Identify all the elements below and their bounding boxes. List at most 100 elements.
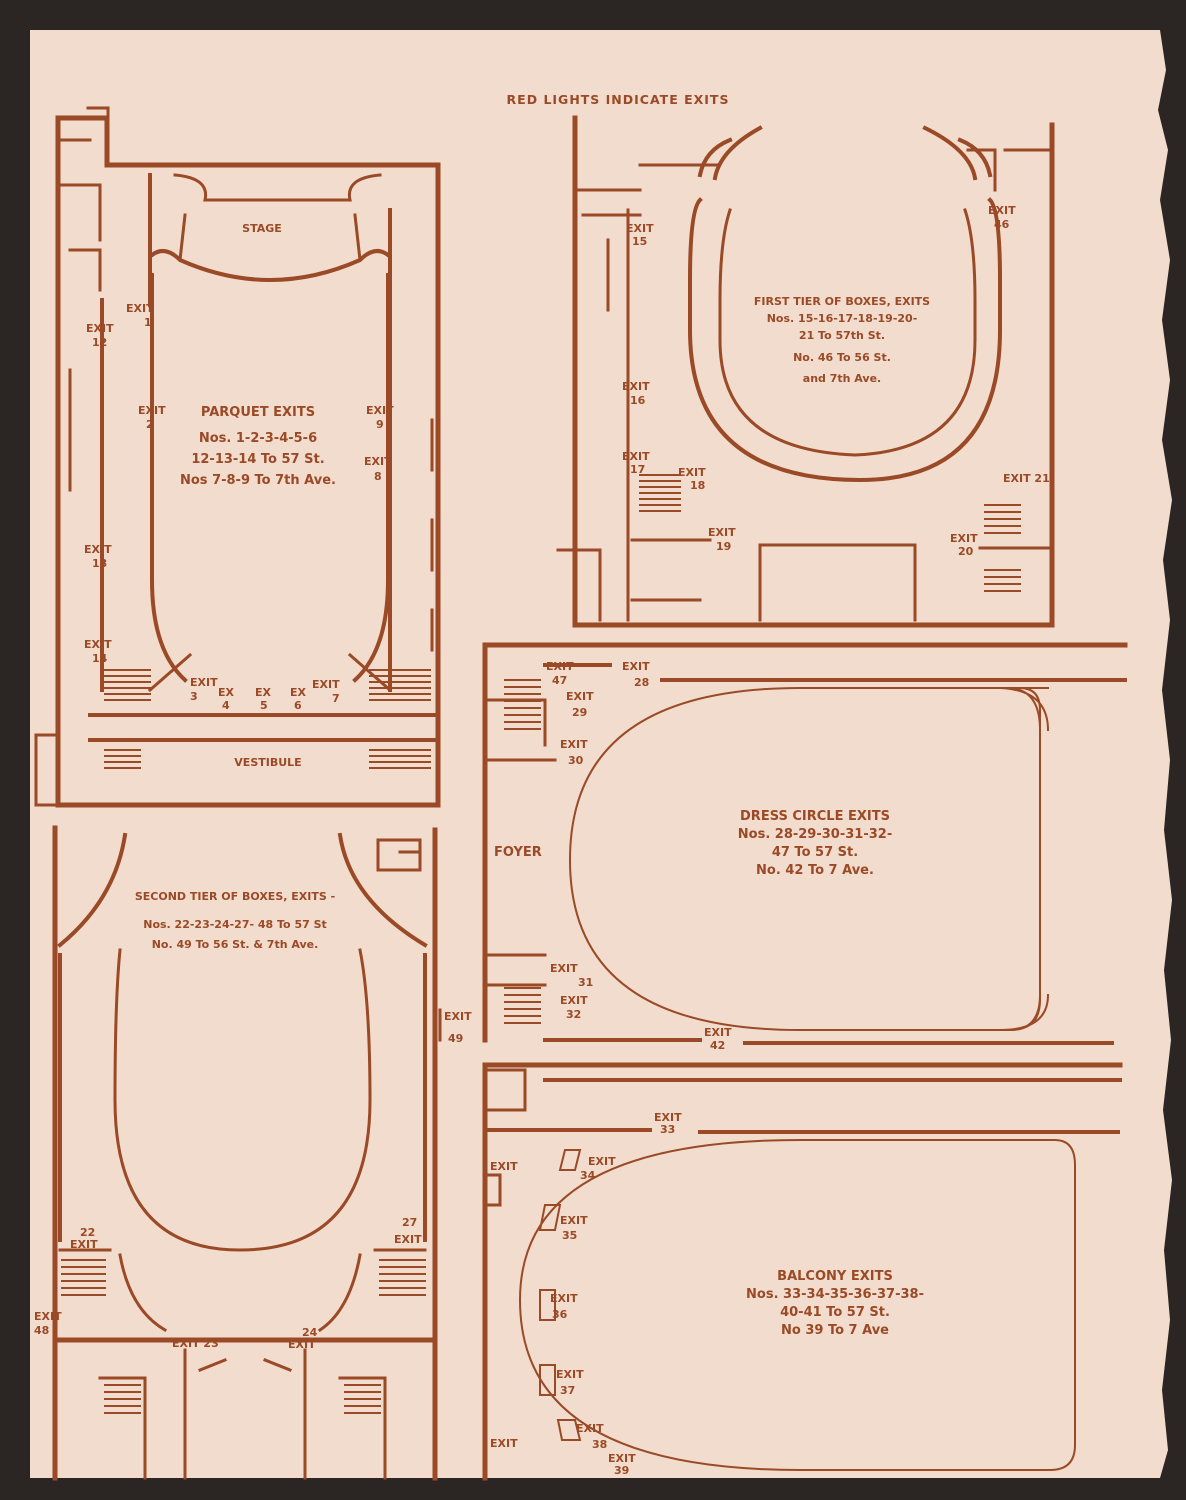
exit-38-num: 38 [592,1438,607,1451]
exit-6-label: EX [290,686,307,699]
stage-label: STAGE [242,222,282,235]
second-tier-box-arc [57,832,428,1242]
exit-18-label: EXIT [678,466,706,479]
first-tier-line-1: Nos. 15-16-17-18-19-20- [767,312,918,325]
exit-35-label: EXIT [560,1214,588,1227]
first-tier-line-2: 21 To 57th St. [799,329,885,342]
exit-36-label: EXIT [550,1292,578,1305]
dress-circle-line-2: 47 To 57 St. [772,845,858,860]
exit-3-label: EXIT [190,676,218,689]
exit-7-label: EXIT [312,678,340,691]
balcony-line-2: 40-41 To 57 St. [780,1305,890,1320]
exit-23-label: EXIT 23 [172,1337,219,1350]
exit-46-label: EXIT [988,204,1016,217]
first-tier-line-4: and 7th Ave. [803,372,881,385]
exit-29-label: EXIT [566,690,594,703]
foyer-label: FOYER [494,845,542,860]
exit-15-label: EXIT [626,222,654,235]
parquet-auditorium [150,273,390,683]
exit-30-label: EXIT [560,738,588,751]
dress-circle-line-1: Nos. 28-29-30-31-32- [738,827,892,842]
exit-7-num: 7 [332,692,340,705]
second-tier-line-1: Nos. 22-23-24-27- 48 To 57 St [143,918,327,931]
second-tier-line-2: No. 49 To 56 St. & 7th Ave. [152,938,319,951]
exit-17-num: 17 [630,463,645,476]
exit-30-num: 30 [568,754,584,767]
first-tier-box-arc [688,137,1002,483]
exit-12-num: 12 [92,336,107,349]
exit-47-num: 47 [552,674,567,687]
exit-14-label: EXIT [84,638,112,651]
exit-13-label: EXIT [84,543,112,556]
exit-lower-left-label: EXIT [490,1437,518,1450]
exit-13-num: 13 [92,557,107,570]
exit-36-num: 36 [552,1308,568,1321]
second-tier-plan: SECOND TIER OF BOXES, EXITS - Nos. 22-23… [34,825,472,1481]
exit-upper-left-label: EXIT [490,1160,518,1173]
dress-circle-line-3: No. 42 To 7 Ave. [756,863,874,878]
exit-47-label: EXIT [546,660,574,673]
stage-apron [149,249,391,282]
exit-8-num: 8 [374,470,382,483]
exit-24-label: EXIT [288,1338,316,1351]
exit-3-num: 3 [190,690,198,703]
exit-20-num: 20 [958,545,974,558]
balcony-title: BALCONY EXITS [777,1269,893,1284]
exit-27-label: EXIT [394,1233,422,1246]
parquet-title: PARQUET EXITS [201,405,315,420]
exit-16-num: 16 [630,394,646,407]
first-tier-title: FIRST TIER OF BOXES, EXITS [754,295,930,308]
exit-49-num: 49 [448,1032,463,1045]
exit-8-label: EXIT [364,455,392,468]
exit-19-num: 19 [716,540,731,553]
exit-2-label: EXIT [138,404,166,417]
exit-5-label: EX [255,686,272,699]
exit-21-label: EXIT 21 [1003,472,1050,485]
exit-48-label: EXIT [34,1310,62,1323]
exit-27-num: 27 [402,1216,417,1229]
exit-31-num: 31 [578,976,593,989]
parquet-line-3: Nos 7-8-9 To 7th Ave. [180,473,336,488]
exit-28-label: EXIT [622,660,650,673]
exit-24-num: 24 [302,1326,318,1339]
exit-4-num: 4 [222,699,230,712]
exit-1-num: 1 [144,316,152,329]
balcony-line-3: No 39 To 7 Ave [781,1323,889,1338]
dress-circle-plan: FOYER DRESS CIRCLE EXITS Nos. 28-29-30-3… [482,642,1128,1052]
exit-38-label: EXIT [576,1422,604,1435]
exit-33-label: EXIT [654,1111,682,1124]
exit-48-num: 48 [34,1324,49,1337]
exit-39-label: EXIT [608,1452,636,1465]
vestibule-label: VESTIBULE [234,756,301,769]
header-title: RED LIGHTS INDICATE EXITS [507,92,730,107]
exit-29-num: 29 [572,706,587,719]
exit-37-label: EXIT [556,1368,584,1381]
first-tier-line-3: No. 46 To 56 St. [793,351,891,364]
exit-2-num: 2 [146,418,154,431]
exit-12-label: EXIT [86,322,114,335]
exit-46-num: 46 [994,218,1010,231]
dress-circle-title: DRESS CIRCLE EXITS [740,809,890,824]
exit-35-num: 35 [562,1229,577,1242]
exit-6-num: 6 [294,699,302,712]
balcony-line-1: Nos. 33-34-35-36-37-38- [746,1287,924,1302]
exit-34-label: EXIT [588,1155,616,1168]
exit-33-num: 33 [660,1123,675,1136]
first-tier-plan: FIRST TIER OF BOXES, EXITS Nos. 15-16-17… [556,115,1055,628]
exit-9-label: EXIT [366,404,394,417]
paper-background [30,30,1172,1478]
exit-5-num: 5 [260,699,268,712]
exit-1-label: EXIT [126,302,154,315]
exit-14-num: 14 [92,652,108,665]
exit-32-num: 32 [566,1008,581,1021]
exit-16-label: EXIT [622,380,650,393]
exit-37-num: 37 [560,1384,575,1397]
exit-15-num: 15 [632,235,647,248]
exit-22-label: EXIT [70,1238,98,1251]
exit-22-num: 22 [80,1226,95,1239]
exit-49-label: EXIT [444,1010,472,1023]
parquet-line-1: Nos. 1-2-3-4-5-6 [199,431,317,446]
exit-20-label: EXIT [950,532,978,545]
exit-42-num: 42 [710,1039,725,1052]
